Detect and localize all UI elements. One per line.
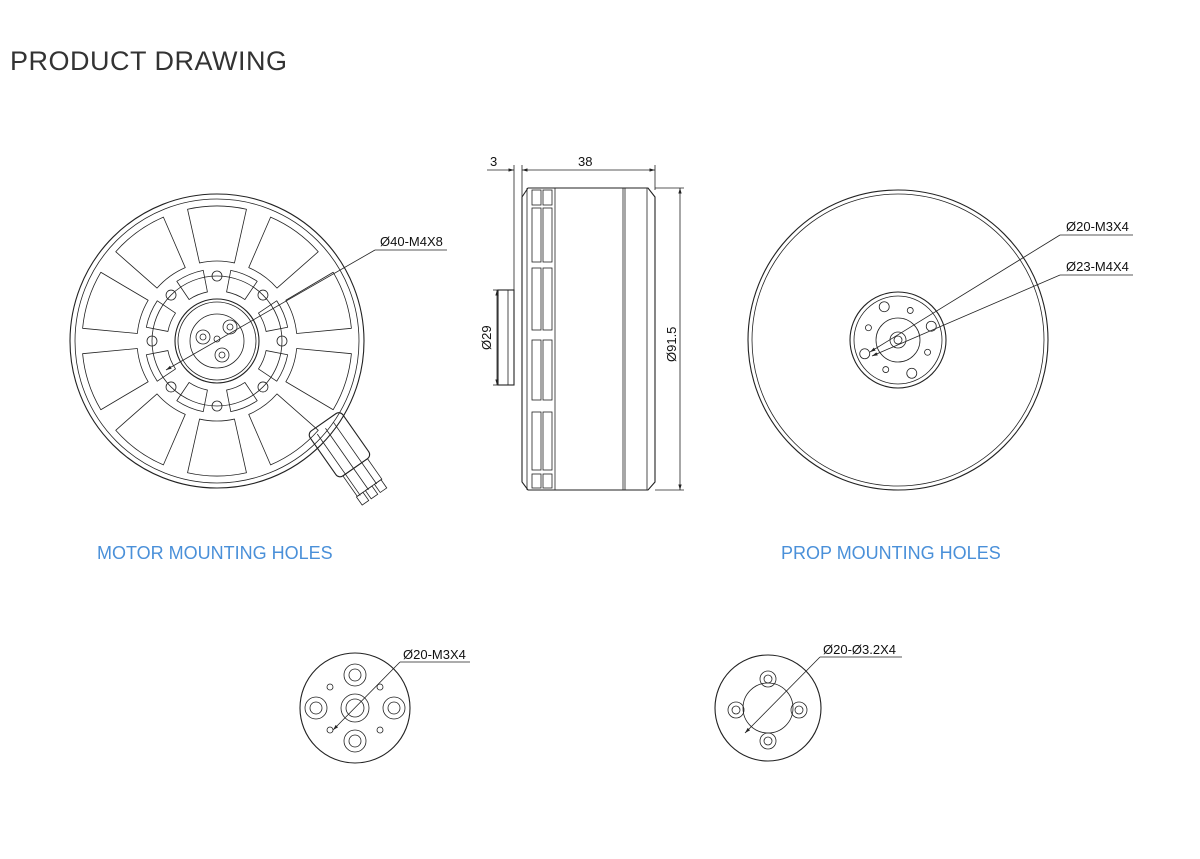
inner-window xyxy=(176,269,208,300)
prop-hole xyxy=(924,348,931,356)
inner-window xyxy=(145,300,176,332)
bolt-circle-dimension: Ø40-M4X8 xyxy=(380,234,443,249)
stator-window xyxy=(187,205,247,264)
motor-mount-detail: Ø20-M3X4 xyxy=(299,647,470,764)
cooling-fin xyxy=(531,411,542,471)
motor-mounting-holes-label: MOTOR MOUNTING HOLES xyxy=(97,543,333,563)
prop-mount-detail: Ø20-Ø3.2X4 xyxy=(714,642,902,762)
cooling-fin xyxy=(542,473,553,489)
prop-hole-dimension-1: Ø20-M3X4 xyxy=(1066,219,1129,234)
inner-window xyxy=(226,382,258,413)
inner-window xyxy=(176,382,208,413)
motor-bottom-view: Ø40-M4X8 xyxy=(69,193,447,506)
motor-top-view: Ø20-M3X4 Ø23-M4X4 xyxy=(747,189,1133,491)
stator-window xyxy=(248,393,319,466)
prop-mounting-holes-label: PROP MOUNTING HOLES xyxy=(781,543,1001,563)
bolt-hole xyxy=(211,400,223,412)
prop-hole xyxy=(865,324,872,332)
cooling-fin xyxy=(542,411,553,471)
stator-windows xyxy=(82,205,352,477)
prop-hole xyxy=(925,320,937,332)
bolt-hole xyxy=(165,381,177,393)
cooling-fin xyxy=(531,207,542,263)
motor-cable xyxy=(308,412,388,506)
cooling-fin xyxy=(542,267,553,331)
motor-mount-dimension: Ø20-M3X4 xyxy=(403,647,466,662)
cooling-fin xyxy=(542,189,553,206)
flange-thickness-dimension: 3 xyxy=(490,154,497,169)
cooling-fin xyxy=(531,189,542,206)
prop-hole-dimension-2: Ø23-M4X4 xyxy=(1066,259,1129,274)
outer-diameter-dimension: Ø91.5 xyxy=(664,327,679,362)
inner-window xyxy=(145,350,176,382)
bolt-hole xyxy=(257,381,269,393)
cooling-fin xyxy=(542,207,553,263)
motor-side-view: 3 38 Ø29 Ø91.5 xyxy=(479,154,684,491)
prop-hole xyxy=(906,367,918,379)
inner-window xyxy=(226,269,258,300)
stator-window xyxy=(285,348,352,411)
stator-window xyxy=(115,216,186,289)
prop-hole xyxy=(878,301,890,313)
stator-window xyxy=(82,271,149,334)
stator-window xyxy=(115,393,186,466)
stator-window xyxy=(82,348,149,411)
bolt-hole xyxy=(276,335,288,347)
body-length-dimension: 38 xyxy=(578,154,592,169)
stator-window xyxy=(187,418,247,477)
cooling-fin xyxy=(542,339,553,401)
bolt-hole xyxy=(146,335,158,347)
prop-hole xyxy=(882,366,890,373)
stator-window xyxy=(248,216,319,289)
cooling-fin xyxy=(531,473,542,489)
inner-window xyxy=(258,350,289,382)
cooling-fin xyxy=(531,267,542,331)
shaft-diameter-dimension: Ø29 xyxy=(479,325,494,350)
cooling-fin xyxy=(531,339,542,401)
stator-window xyxy=(285,271,352,334)
prop-hole xyxy=(906,307,914,314)
page-title: PRODUCT DRAWING xyxy=(10,46,288,76)
inner-windows xyxy=(145,269,289,413)
bolt-hole xyxy=(211,270,223,282)
bolt-hole xyxy=(165,289,177,301)
bolt-hole xyxy=(257,289,269,301)
inner-window xyxy=(258,300,289,332)
prop-mount-dimension: Ø20-Ø3.2X4 xyxy=(823,642,896,657)
prop-hole xyxy=(859,348,871,360)
bolt-holes xyxy=(146,270,288,412)
